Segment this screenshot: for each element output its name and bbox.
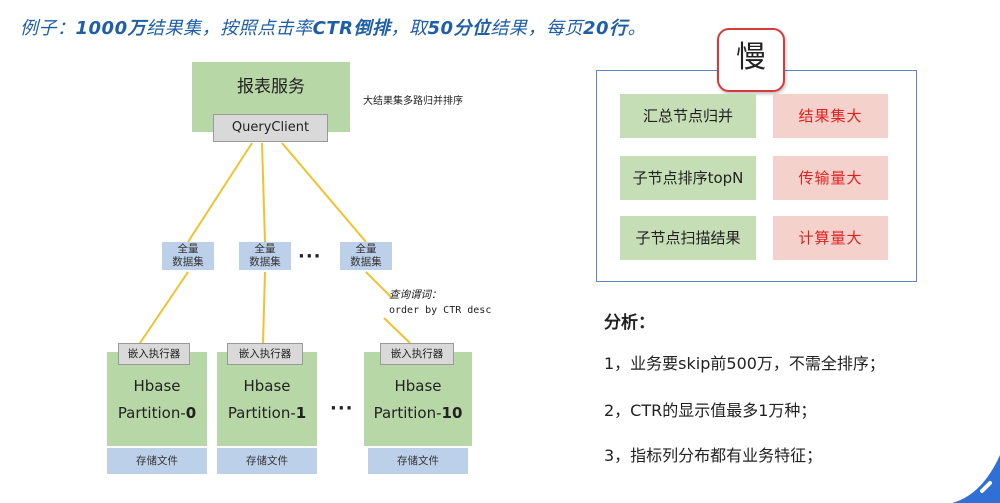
- merge-sort-note: 大结果集多路归并排序: [363, 96, 463, 107]
- analysis-item-1: 1，业务要skip前500万，不需全排序；: [604, 354, 885, 373]
- embedded-executor-0: 嵌入执行器: [118, 343, 190, 365]
- dataset-box-2: 全量 数据集: [340, 242, 392, 270]
- analysis-title: 分析：: [604, 313, 655, 333]
- dataset-label-line2: 数据集: [350, 256, 382, 268]
- partition-box-10: [364, 352, 472, 446]
- partition-label-0: Hbase Partition-0: [107, 373, 207, 427]
- partition-db-name: Hbase: [133, 377, 181, 395]
- partition-number: 1: [295, 404, 307, 422]
- line-client-ds1: [261, 142, 266, 243]
- analysis-item-3: 3，指标列分布都有业务特征；: [604, 446, 823, 465]
- line-client-ds0: [187, 142, 253, 243]
- partition-db-name: Hbase: [394, 377, 442, 395]
- embedded-executor-1: 嵌入执行器: [227, 343, 303, 365]
- partition-number: 0: [185, 404, 197, 422]
- dataset-box-1: 全量 数据集: [239, 242, 291, 270]
- storage-file-1: 存储文件: [217, 448, 317, 474]
- dataset-label-line1: 全量: [177, 243, 199, 255]
- partition-label-10: Hbase Partition-10: [368, 373, 468, 427]
- query-predicate-label: 查询谓词：: [389, 289, 442, 301]
- partition-ellipsis: ···: [330, 398, 354, 419]
- query-predicate-value: order by CTR desc: [389, 305, 492, 316]
- line-client-ds2: [281, 142, 367, 243]
- dataset-box-0: 全量 数据集: [162, 242, 214, 270]
- line-query-part10: [383, 317, 411, 344]
- partition-box-0: [107, 352, 207, 446]
- report-service-label: 报表服务: [237, 77, 305, 97]
- issue-result-large: 结果集大: [773, 94, 888, 138]
- line-ds1-part1: [262, 271, 266, 344]
- partition-prefix: Partition-: [227, 404, 296, 422]
- query-client-box: QueryClient: [213, 114, 328, 142]
- page-title: 例子：1000万结果集，按照点击率CTR倒排，取50分位结果，每页20行。: [20, 18, 647, 39]
- analysis-item-2: 2，CTR的显示值最多1万种；: [604, 401, 817, 420]
- corner-logo-icon: [952, 455, 1000, 503]
- partition-prefix: Partition-: [373, 404, 442, 422]
- dataset-label-line2: 数据集: [249, 256, 281, 268]
- issue-compute-large: 计算量大: [773, 216, 888, 260]
- partition-prefix: Partition-: [117, 404, 186, 422]
- dataset-label-line1: 全量: [254, 243, 276, 255]
- partition-box-1: [217, 352, 317, 446]
- slow-badge: 慢: [717, 28, 785, 92]
- partition-label-1: Hbase Partition-1: [217, 373, 317, 427]
- step-topn: 子节点排序topN: [620, 156, 756, 200]
- dataset-label-line2: 数据集: [172, 256, 204, 268]
- query-predicate: 查询谓词： order by CTR desc: [389, 288, 491, 318]
- dataset-ellipsis: ···: [298, 246, 322, 267]
- step-merge: 汇总节点归并: [620, 94, 756, 138]
- storage-file-0: 存储文件: [107, 448, 207, 474]
- partition-number: 10: [441, 404, 463, 422]
- partition-db-name: Hbase: [243, 377, 291, 395]
- line-ds0-part0: [139, 271, 189, 344]
- dataset-label-line1: 全量: [355, 243, 377, 255]
- storage-file-10: 存储文件: [368, 448, 468, 474]
- step-scan: 子节点扫描结果: [620, 216, 756, 260]
- embedded-executor-10: 嵌入执行器: [380, 343, 454, 365]
- issue-transfer-large: 传输量大: [773, 156, 888, 200]
- line-ds2-query: [365, 271, 393, 299]
